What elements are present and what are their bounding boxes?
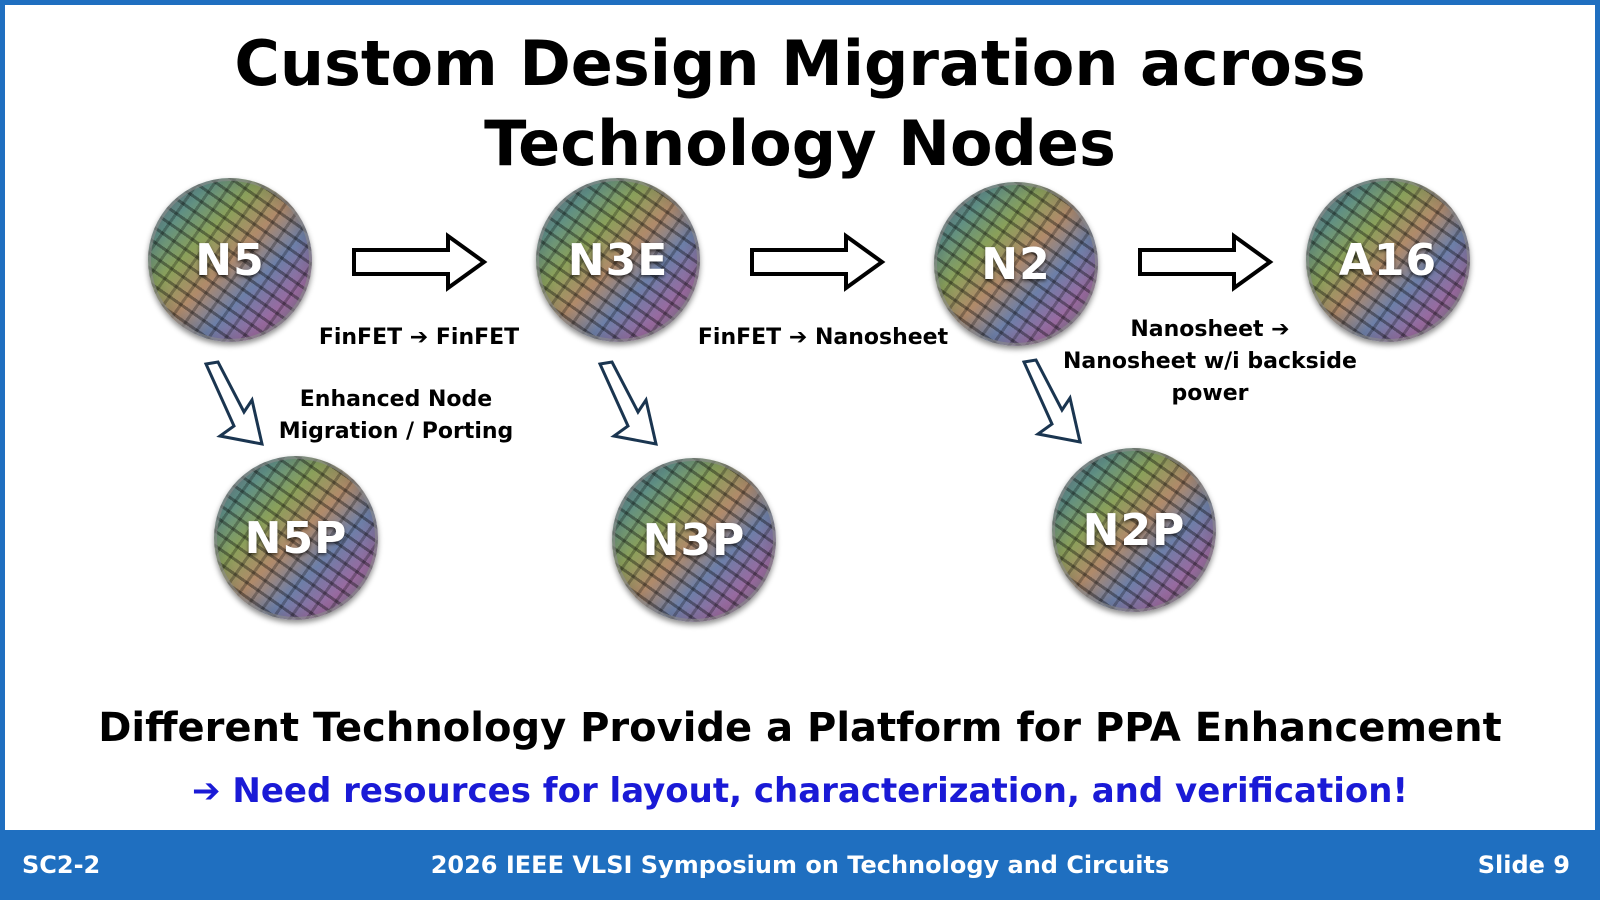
wafer-a16: A16 xyxy=(1306,178,1470,342)
transition-label-n2-a16-line2: Nanosheet w/i backside xyxy=(1063,349,1357,374)
resources-callout: ➔ Need resources for layout, characteriz… xyxy=(192,771,1408,811)
node-label-n5: N5 xyxy=(195,234,265,286)
arrow-right-icon xyxy=(1138,232,1274,292)
wafer-n5p: N5P xyxy=(214,456,378,620)
wafer-n3p: N3P xyxy=(612,458,776,622)
enhanced-label-line1: Enhanced Node xyxy=(299,387,493,412)
wafer-n2: N2 xyxy=(934,182,1098,346)
arrow-right-icon xyxy=(352,232,488,292)
transition-label-n3e-n2: FinFET ➔ Nanosheet xyxy=(697,325,949,350)
slide-title: Custom Design Migration across Technolog… xyxy=(234,27,1366,180)
arrow-down-right-icon xyxy=(1021,358,1082,444)
node-label-n5p: N5P xyxy=(244,512,348,564)
wafer-n2p: N2P xyxy=(1052,448,1216,612)
node-label-n3e: N3E xyxy=(567,234,669,286)
transition-label-n2-a16-line1: Nanosheet ➔ xyxy=(1130,317,1290,342)
arrow-down-right-icon xyxy=(203,360,264,446)
enhanced-label-line2: Migration / Porting xyxy=(278,419,514,444)
arrow-right-icon xyxy=(750,232,886,292)
session-code: SC2-2 xyxy=(22,851,101,879)
transition-label-n2-a16-line3: power xyxy=(1171,381,1249,406)
conference-name: 2026 IEEE VLSI Symposium on Technology a… xyxy=(430,851,1170,879)
node-label-n3p: N3P xyxy=(642,514,746,566)
node-label-a16: A16 xyxy=(1338,234,1438,286)
wafer-n3e: N3E xyxy=(536,178,700,342)
node-label-n2: N2 xyxy=(981,238,1051,290)
platform-statement: Different Technology Provide a Platform … xyxy=(98,705,1502,751)
node-label-n2p: N2P xyxy=(1082,504,1186,556)
transition-label-n5-n3e: FinFET ➔ FinFET xyxy=(318,325,520,350)
slide-number: Slide 9 xyxy=(1477,851,1570,879)
arrow-down-right-icon xyxy=(597,360,658,446)
footer-bar: SC2-2 2026 IEEE VLSI Symposium on Techno… xyxy=(0,830,1600,900)
wafer-n5: N5 xyxy=(148,178,312,342)
